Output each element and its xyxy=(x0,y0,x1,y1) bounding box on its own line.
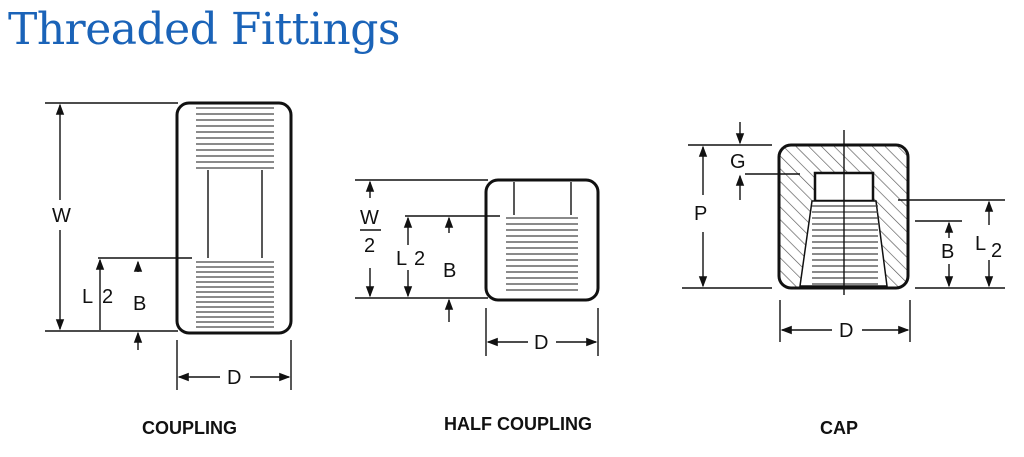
coupling-dim-l-sub: 2 xyxy=(102,286,113,308)
coupling-label: COUPLING xyxy=(142,418,237,438)
coupling-dim-l: L xyxy=(82,286,93,308)
half-coupling-dim-w: W xyxy=(360,207,379,229)
half-coupling-dim-l-sub: 2 xyxy=(414,248,425,270)
cap-dim-b: B xyxy=(941,241,954,263)
half-coupling-dim-d: D xyxy=(534,332,548,354)
coupling-drawing xyxy=(45,101,293,390)
cap-dim-d: D xyxy=(839,320,853,342)
half-coupling-dim-l: L xyxy=(396,248,407,270)
coupling-dim-d: D xyxy=(227,367,241,389)
half-coupling-dim-b: B xyxy=(443,260,456,282)
half-coupling-drawing xyxy=(355,178,600,356)
cap-label: CAP xyxy=(820,418,858,438)
cap-dim-l: L xyxy=(975,233,986,255)
coupling-dim-w: W xyxy=(52,205,71,227)
half-coupling-dim-w-den: 2 xyxy=(364,235,375,257)
cap-dim-g: G xyxy=(730,151,746,173)
coupling-dim-b: B xyxy=(133,293,146,315)
cap-dim-p: P xyxy=(694,203,707,225)
cap-dim-l-sub: 2 xyxy=(991,240,1002,262)
cap-drawing xyxy=(682,122,1005,342)
page-title: Threaded Fittings xyxy=(8,4,400,55)
half-coupling-label: HALF COUPLING xyxy=(444,414,592,434)
